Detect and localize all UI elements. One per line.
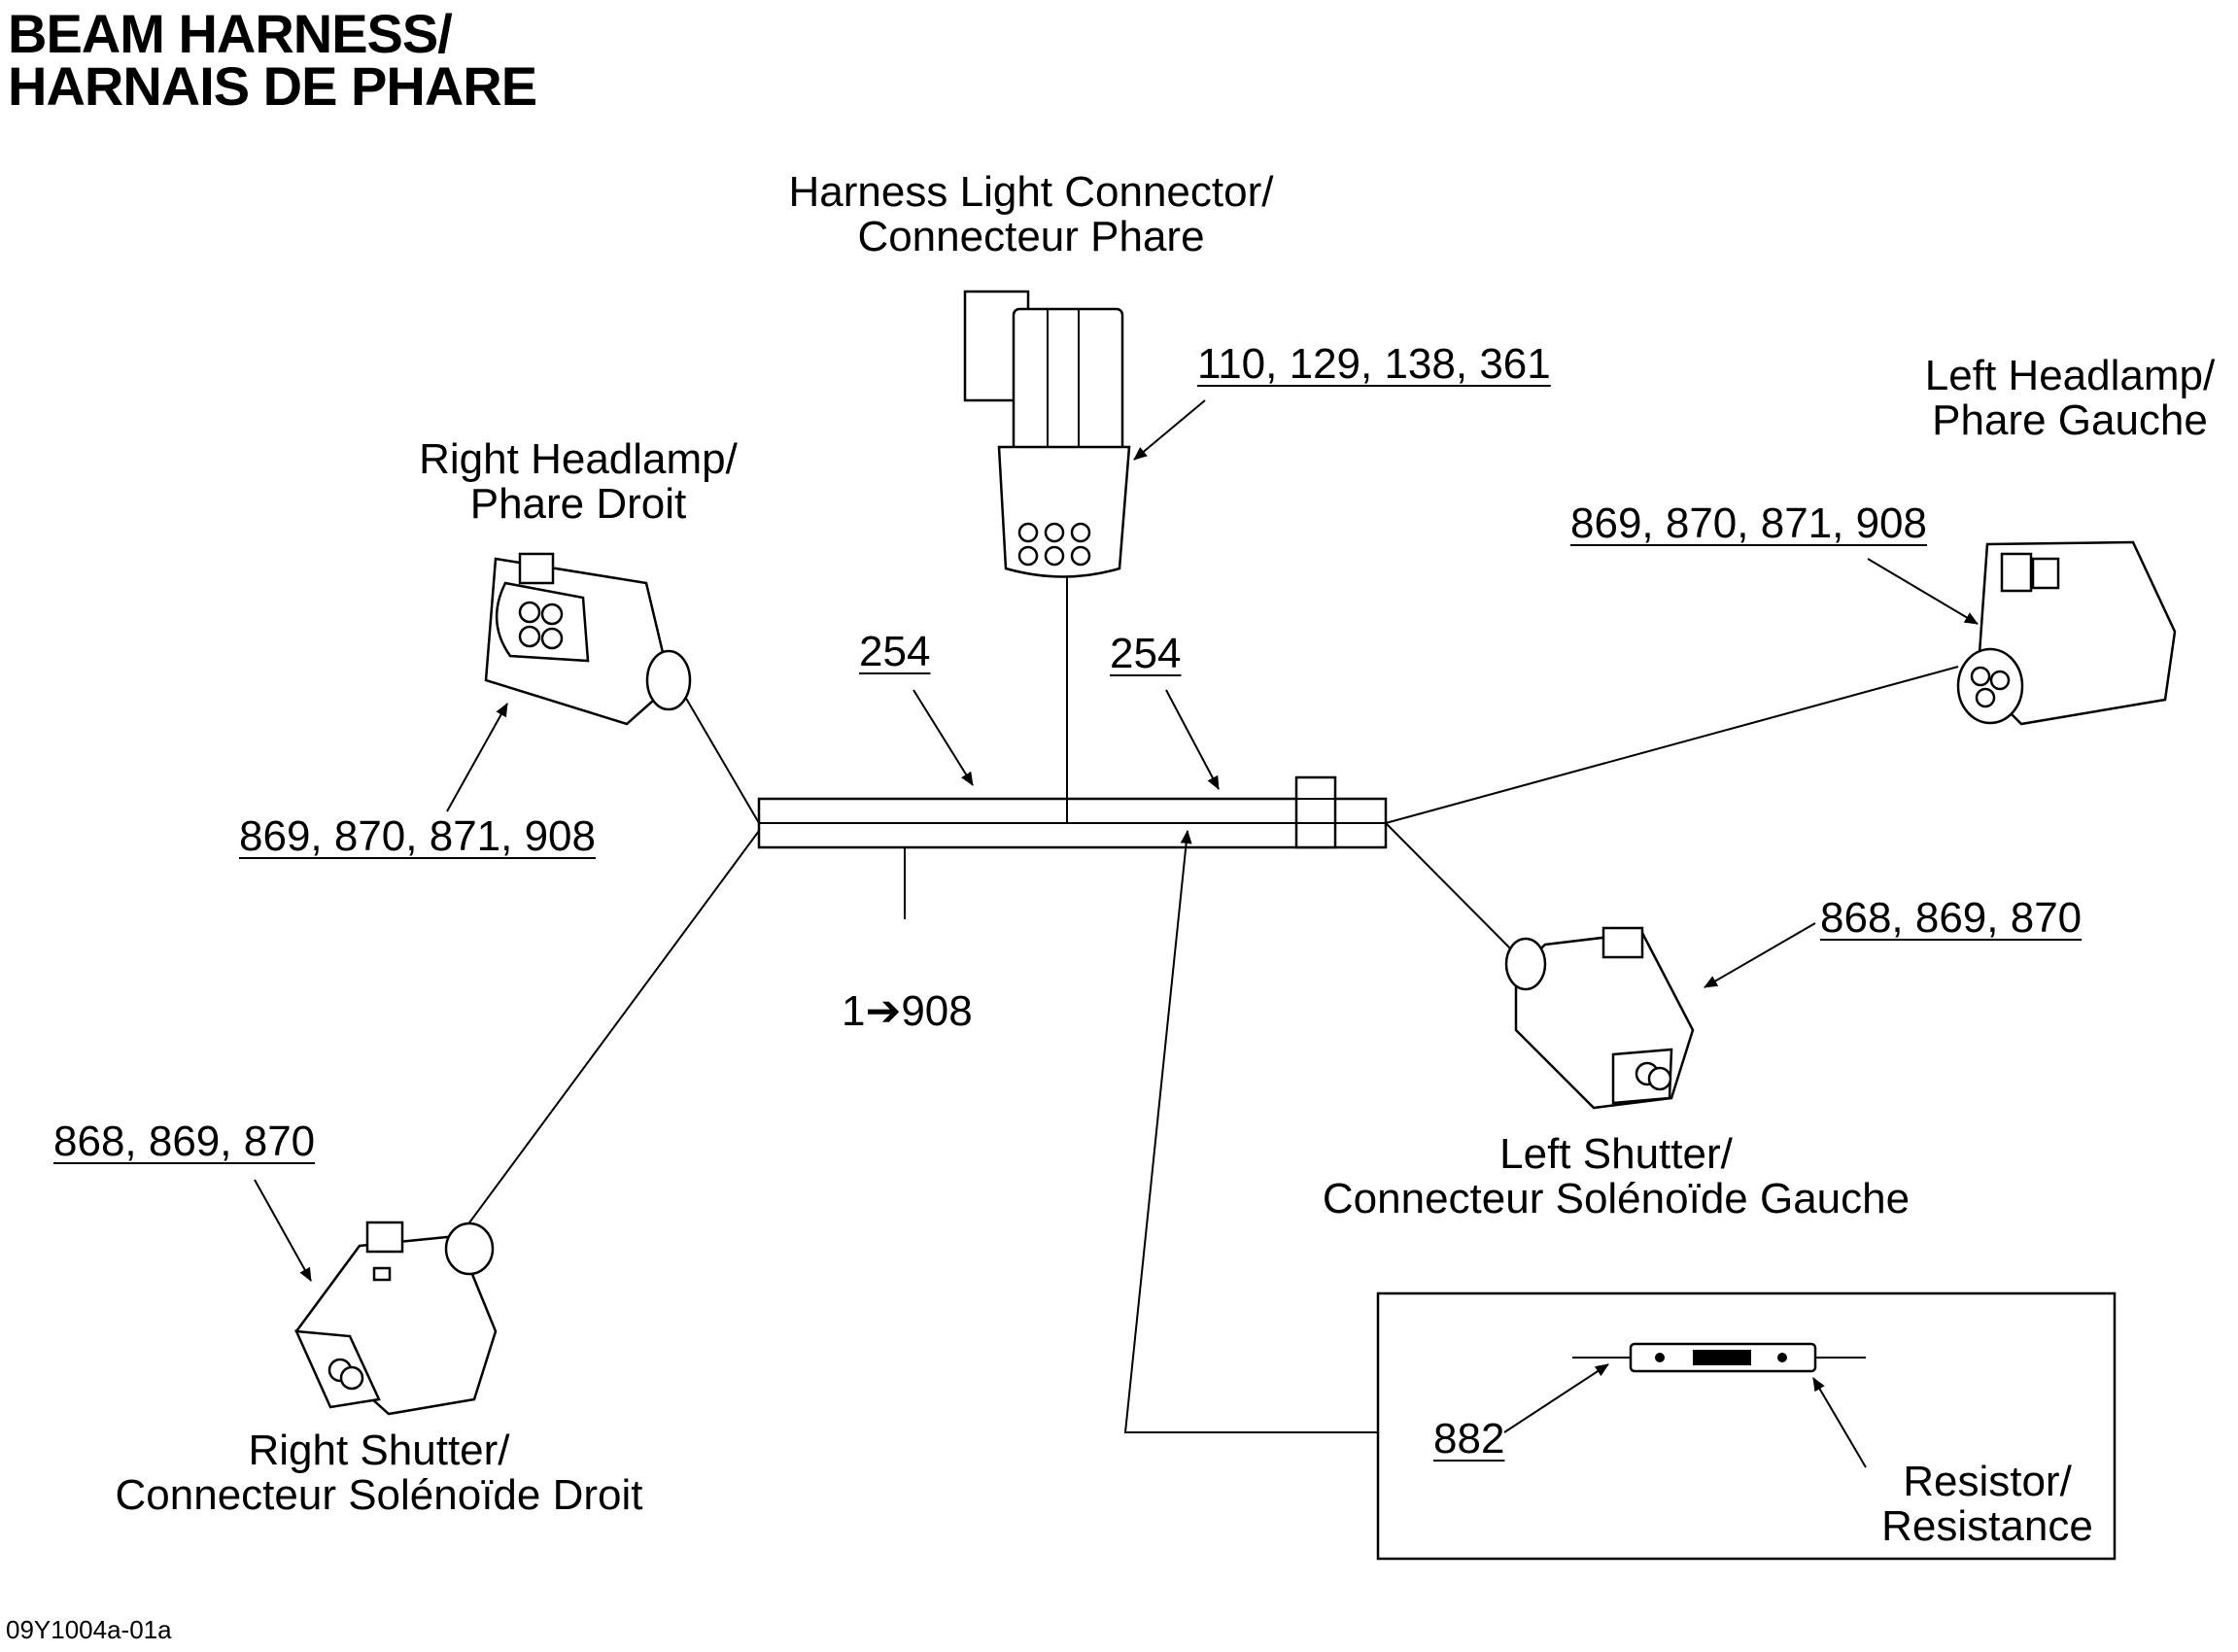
left-shutter-part-numbers: 868, 869, 870 — [1820, 894, 2083, 942]
harness-right-ref: 254 — [1110, 630, 1182, 677]
left-shutter-label-line-1: Left Shutter/ — [1499, 1130, 1733, 1178]
resistor-part-number: 882 — [1433, 1415, 1505, 1463]
right-headlamp-label-line-1: Right Headlamp/ — [419, 435, 738, 483]
harness-main-ref: 1➔908 — [842, 987, 973, 1035]
left-headlamp-label-line-2: Phare Gauche — [1932, 396, 2208, 444]
right-headlamp-label: Right Headlamp/ Phare Droit — [389, 437, 768, 527]
harness-light-connector-label: Harness Light Connector/ Connecteur Phar… — [764, 170, 1298, 259]
title-line-2: HARNAIS DE PHARE — [8, 55, 537, 117]
left-headlamp-label-line-1: Left Headlamp/ — [1924, 352, 2216, 399]
diagram-title: BEAM HARNESS/ HARNAIS DE PHARE — [8, 3, 537, 117]
main-harness-trunk — [757, 775, 1388, 849]
resistor-label-line-2: Resistance — [1881, 1502, 2093, 1550]
left-shutter-connector-drawing — [1504, 926, 1695, 1110]
branch-wires — [464, 571, 1959, 1433]
resistor-detail-box — [1376, 1291, 2117, 1561]
right-shutter-part-numbers: 868, 869, 870 — [53, 1118, 316, 1165]
left-shutter-label-line-2: Connecteur Solénoïde Gauche — [1322, 1175, 1911, 1222]
resistor-label-line-1: Resistor/ — [1903, 1458, 2072, 1505]
harness-light-label-line-2: Connecteur Phare — [857, 213, 1205, 260]
left-headlamp-label: Left Headlamp/ Phare Gauche — [1905, 354, 2235, 443]
drawing-code: 09Y1004a-01a — [6, 1615, 172, 1644]
right-shutter-label-line-1: Right Shutter/ — [248, 1427, 510, 1474]
left-headlamp-part-numbers: 869, 870, 871, 908 — [1570, 499, 1927, 547]
right-shutter-connector-drawing — [293, 1221, 498, 1416]
right-shutter-label: Right Shutter/ Connecteur Solénoïde Droi… — [68, 1428, 690, 1518]
harness-light-part-numbers: 110, 129, 138, 361 — [1197, 340, 1551, 388]
leader-arrows — [254, 399, 1979, 1468]
harness-left-ref: 254 — [859, 628, 931, 675]
right-headlamp-connector-drawing — [484, 552, 692, 726]
left-shutter-label: Left Shutter/ Connecteur Solénoïde Gauch… — [1281, 1132, 1951, 1222]
harness-light-connector-drawing — [963, 290, 1131, 578]
resistor-label: Resistor/ Resistance — [1866, 1460, 2109, 1549]
right-headlamp-part-numbers: 869, 870, 871, 908 — [239, 812, 596, 860]
left-headlamp-connector-drawing — [1956, 540, 2177, 726]
harness-light-label-line-1: Harness Light Connector/ — [788, 168, 1274, 216]
title-line-1: BEAM HARNESS/ — [8, 3, 453, 64]
right-shutter-label-line-2: Connecteur Solénoïde Droit — [115, 1471, 643, 1519]
right-headlamp-label-line-2: Phare Droit — [469, 480, 687, 528]
